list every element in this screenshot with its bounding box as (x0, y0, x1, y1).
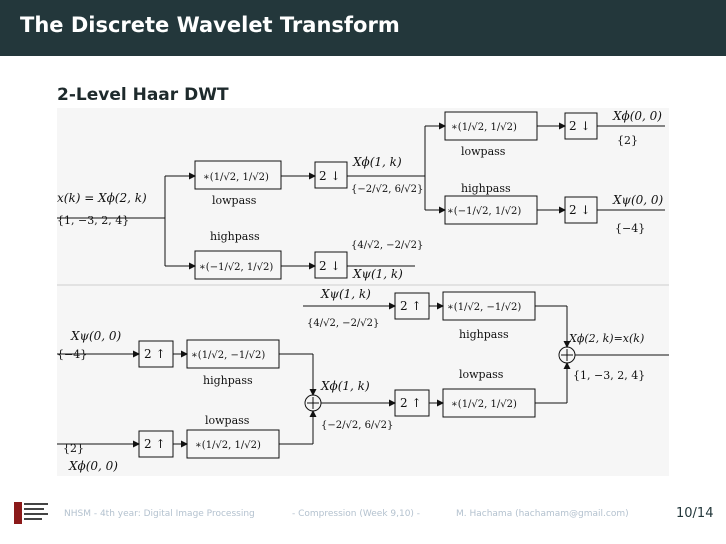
level1-detail-label: Xψ(1, k) (352, 267, 403, 281)
syn-detail-in-label: Xψ(0, 0) (70, 329, 122, 343)
lowpass-label: lowpass (212, 194, 257, 207)
mid-approx-label: Xϕ(1, k) (320, 379, 370, 393)
syn-lowpass-filter-text: ∗(1/√2, 1/√2) (195, 440, 261, 451)
highpass-filter-text: ∗(−1/√2, 1/√2) (199, 262, 273, 273)
output-label: Xϕ(2, k)=x(k) (568, 332, 644, 345)
level1-approx-label: Xϕ(1, k) (352, 155, 402, 169)
haar-dwt-diagram: x(k) = Xϕ(2, k) {1, −3, 2, 4} ∗(1/√2, 1/… (57, 109, 669, 473)
l2-highpass-filter-text: ∗(−1/√2, 1/√2) (447, 206, 521, 217)
syn-highpass-label: highpass (203, 374, 253, 387)
downsample-text-4: 2 ↓ (569, 203, 591, 217)
footer-author: M. Hachama (hachamam@gmail.com) (456, 509, 629, 519)
footer-topic: - Compression (Week 9,10) - (292, 509, 421, 519)
out-lowpass-filter-text: ∗(1/√2, 1/√2) (451, 399, 517, 410)
l2-lowpass-label: lowpass (461, 145, 506, 158)
upsample-text-1: 2 ↑ (144, 347, 166, 361)
title-bar: The Discrete Wavelet Transform (0, 0, 726, 56)
footer-course: NHSM - 4th year: Digital Image Processin… (64, 509, 255, 519)
l2-highpass-label: highpass (461, 182, 511, 195)
out-highpass-filter-text: ∗(1/√2, −1/√2) (447, 302, 521, 313)
highpass-filter-box (194, 250, 282, 280)
level2-detail-label: Xψ(0, 0) (612, 193, 664, 207)
syn-detail-in-value: {−4} (57, 348, 87, 361)
output-value: {1, −3, 2, 4} (573, 369, 645, 382)
upsample-text-3: 2 ↑ (400, 299, 422, 313)
level2-approx-label: Xϕ(0, 0) (612, 109, 662, 123)
downsample-text-2: 2 ↓ (319, 259, 341, 273)
mid-detail-value: {4/√2, −2/√2} (307, 318, 379, 329)
level1-detail-value: {4/√2, −2/√2} (351, 240, 423, 251)
downsample-text-1: 2 ↓ (319, 169, 341, 183)
diagram-panel: x(k) = Xϕ(2, k) {1, −3, 2, 4} ∗(1/√2, 1/… (57, 108, 669, 476)
level1-approx-value: {−2/√2, 6/√2} (351, 184, 423, 195)
syn-highpass-filter-text: ∗(1/√2, −1/√2) (191, 350, 265, 361)
mid-approx-value: {−2/√2, 6/√2} (321, 420, 393, 431)
syn-lowpass-label: lowpass (205, 414, 250, 427)
l2-lowpass-filter-text: ∗(1/√2, 1/√2) (451, 122, 517, 133)
mid-detail-label: Xψ(1, k) (320, 287, 371, 301)
out-highpass-label: highpass (459, 328, 509, 341)
syn-approx-in-value: {2} (63, 442, 84, 455)
lowpass-filter-box (194, 160, 282, 190)
out-lowpass-label: lowpass (459, 368, 504, 381)
downsample-text-3: 2 ↓ (569, 119, 591, 133)
slide-subtitle: 2-Level Haar DWT (57, 85, 229, 105)
lowpass-filter-text: ∗(1/√2, 1/√2) (203, 172, 269, 183)
syn-approx-in-label: Xϕ(0, 0) (68, 459, 118, 473)
upsample-text-2: 2 ↑ (144, 437, 166, 451)
level2-approx-value: {2} (617, 134, 638, 147)
downsample-box-2 (314, 251, 348, 279)
upsample-text-4: 2 ↑ (400, 396, 422, 410)
level2-detail-value: {−4} (615, 222, 645, 235)
page-number: 10/14 (676, 506, 714, 521)
downsample-box-1 (314, 161, 348, 189)
input-value: {1, −3, 2, 4} (57, 214, 129, 227)
school-logo-icon (14, 502, 48, 524)
slide-title: The Discrete Wavelet Transform (20, 13, 400, 37)
highpass-label: highpass (210, 230, 260, 243)
input-label: x(k) = Xϕ(2, k) (57, 191, 147, 205)
